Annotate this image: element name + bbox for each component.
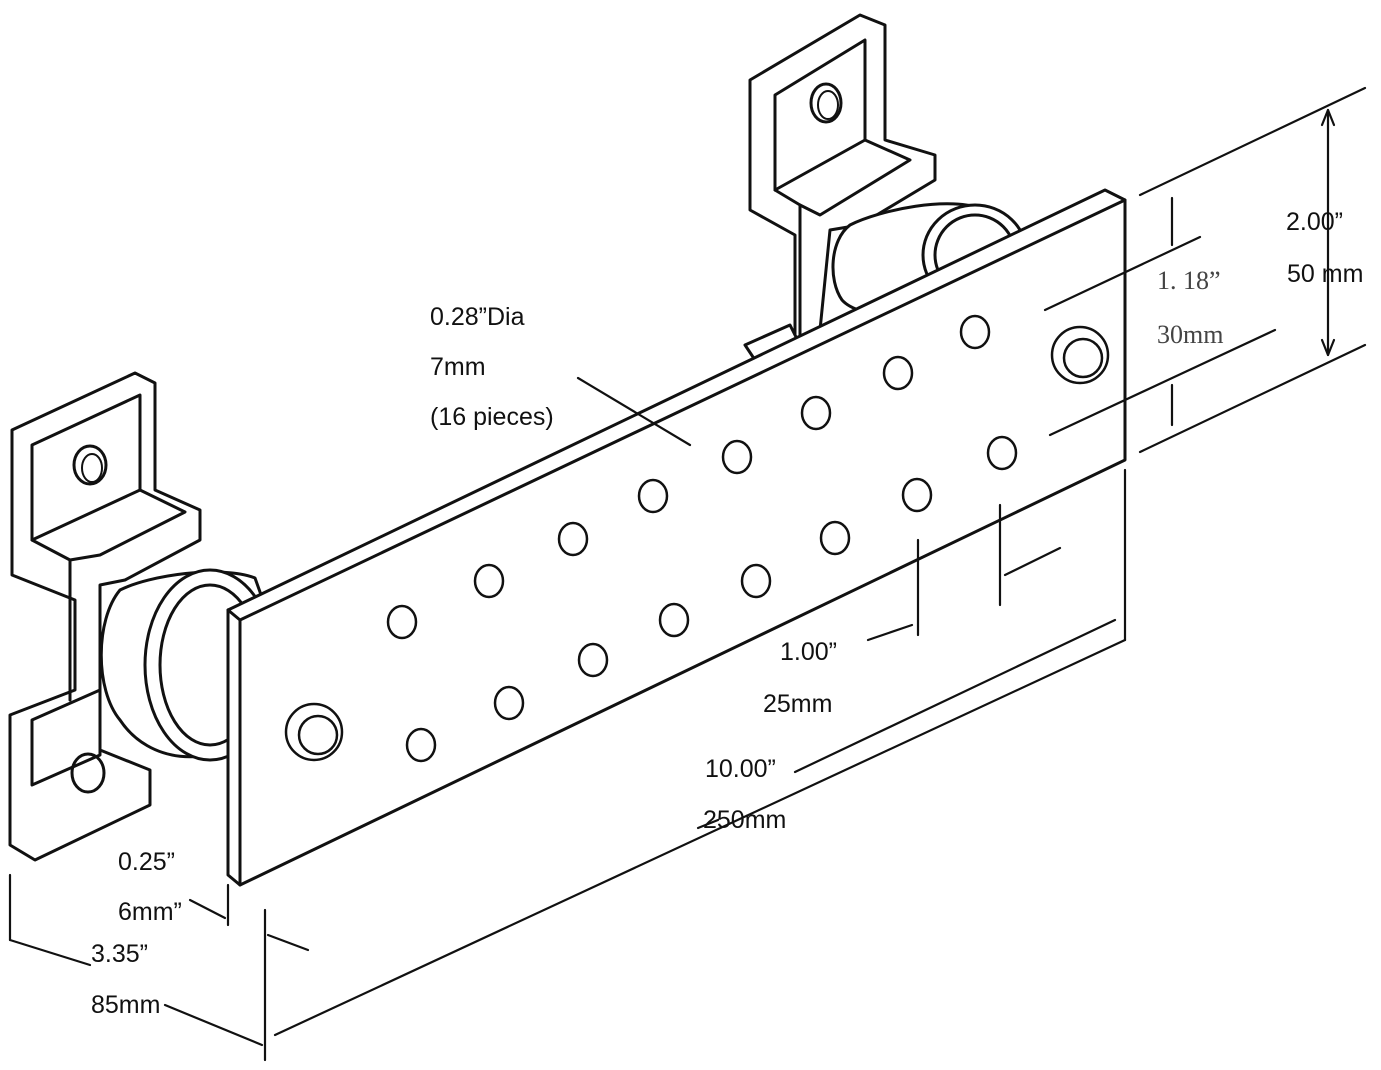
thickness-inch-label: 0.25” [118, 848, 175, 876]
hole-diameter-inch-label: 0.28”Dia [430, 303, 525, 331]
height-inch-label: 2.00” [1286, 208, 1343, 236]
hole-pitch-inch-label: 1.00” [780, 638, 837, 666]
hole-pitch-mm-label: 25mm [763, 690, 833, 718]
main-plate [226, 188, 1127, 887]
right-bracket-hole [809, 82, 843, 124]
plate-holes [386, 314, 1018, 763]
left-bracket-hole-top [72, 444, 108, 486]
left-wall-bracket [8, 371, 202, 862]
hole-count-label: (16 pieces) [430, 403, 554, 431]
length-inch-label: 10.00” [705, 755, 776, 783]
height-mm-label: 50 mm [1287, 260, 1364, 288]
dimension-lines [8, 86, 1367, 1062]
hole-diameter-mm-label: 7mm [430, 353, 486, 381]
depth-mm-label: 85mm [91, 991, 161, 1019]
thickness-mm-label: 6mm” [118, 898, 182, 926]
length-mm-label: 250mm [703, 806, 787, 834]
depth-inch-label: 3.35” [91, 940, 148, 968]
right-wall-bracket [743, 13, 937, 362]
plate-studs [284, 325, 1110, 762]
left-bracket-hole-bottom [70, 752, 106, 794]
hole-spacing-mm-label: 30mm [1157, 320, 1224, 349]
hole-spacing-inch-label: 1. 18” [1157, 266, 1221, 295]
